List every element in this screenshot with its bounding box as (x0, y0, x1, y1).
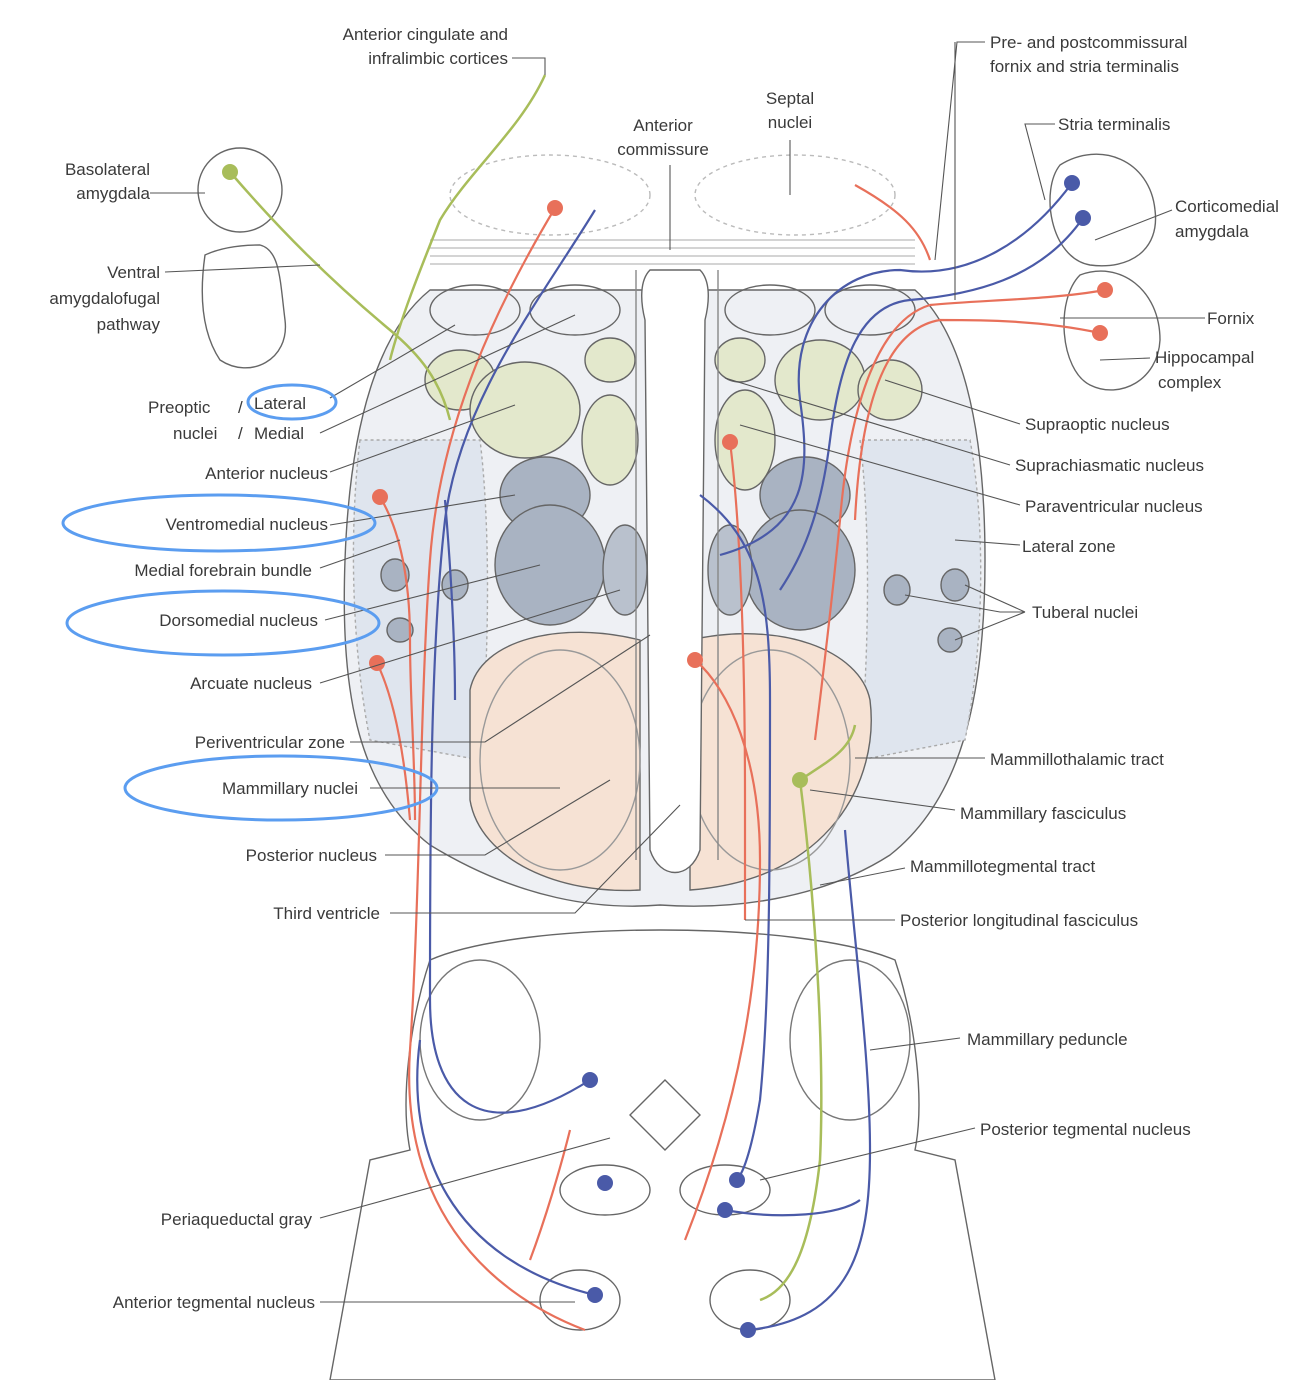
label-basolateral-2: amygdala (76, 184, 150, 203)
anterior-tegmental-oval-right (710, 1270, 790, 1330)
blue-fiber-7 (748, 830, 870, 1330)
left-lateral-zone (353, 440, 487, 760)
arcuate-left (603, 525, 647, 615)
label-corticomedial-2: amygdala (1175, 222, 1249, 241)
label-septal-1: Septal (766, 89, 814, 108)
label-preoptic-nuclei: nuclei (173, 424, 217, 443)
red-dot-fornix (1097, 282, 1113, 298)
blue-dot-tegmental-2 (729, 1172, 745, 1188)
label-septal-2: nuclei (768, 113, 812, 132)
label-ventromedial: Ventromedial nucleus (165, 515, 328, 534)
label-third-ventricle: Third ventricle (273, 904, 380, 923)
label-dorsomedial: Dorsomedial nucleus (159, 611, 318, 630)
septal-dashed-right (695, 155, 895, 235)
label-anterior-commissure-1: Anterior (633, 116, 693, 135)
label-anterior-cingulate-2: infralimbic cortices (368, 49, 508, 68)
red-fiber-branch-2 (530, 1130, 570, 1260)
label-mammillary-fasciculus: Mammillary fasciculus (960, 804, 1126, 823)
ventral-amygdala-outline (202, 245, 285, 368)
label-anterior-cingulate-1: Anterior cingulate and (343, 25, 508, 44)
tuberal-nucleus-6 (938, 628, 962, 652)
label-anterior-tegmental: Anterior tegmental nucleus (113, 1293, 315, 1312)
green-dot-mammillary (792, 772, 808, 788)
red-dot-hippocampal (1092, 325, 1108, 341)
label-paraventricular: Paraventricular nucleus (1025, 497, 1203, 516)
label-posterior-nucleus: Posterior nucleus (246, 846, 377, 865)
label-arcuate: Arcuate nucleus (190, 674, 312, 693)
aqueduct-diamond (630, 1080, 700, 1150)
label-basolateral-1: Basolateral (65, 160, 150, 179)
red-dot-septal (547, 200, 563, 216)
label-supraoptic: Supraoptic nucleus (1025, 415, 1170, 434)
paraventricular-left (582, 395, 638, 485)
tuberal-nucleus-5 (941, 569, 969, 601)
blue-dot-tegmental-3 (717, 1202, 733, 1218)
label-mammillotegmental: Mammillotegmental tract (910, 857, 1095, 876)
preoptic-right-1 (715, 338, 765, 382)
anterior-green-left (585, 338, 635, 382)
third-ventricle (642, 270, 709, 873)
arcuate-right (708, 525, 752, 615)
label-periaqueductal: Periaqueductal gray (161, 1210, 313, 1229)
label-medial: Medial (254, 424, 304, 443)
label-stria-terminalis: Stria terminalis (1058, 115, 1170, 134)
label-tuberal-nuclei: Tuberal nuclei (1032, 603, 1138, 622)
label-ventral-amygdalofugal-3: pathway (97, 315, 161, 334)
right-lateral-zone (860, 440, 981, 760)
label-lateral: Lateral (254, 394, 306, 413)
red-dot-arcuate (369, 655, 385, 671)
blue-dot-anterior-tegmental (587, 1287, 603, 1303)
label-hippocampal-1: Hippocampal (1155, 348, 1254, 367)
label-anterior-commissure-2: commissure (617, 140, 709, 159)
supraoptic-right-2 (858, 360, 922, 420)
midbrain-oval-right (790, 960, 910, 1120)
anterior-commissure (430, 240, 915, 264)
label-pre-postcommissural-2: fornix and stria terminalis (990, 57, 1179, 76)
blue-dot-tegmental-1 (597, 1175, 613, 1191)
label-slash-1: / (238, 398, 243, 417)
label-periventricular: Periventricular zone (195, 733, 345, 752)
tuberal-nucleus-2 (442, 570, 468, 600)
label-ventral-amygdalofugal-2: amygdalofugal (49, 289, 160, 308)
green-dot-amygdala (222, 164, 238, 180)
label-mammillothalamic: Mammillothalamic tract (990, 750, 1164, 769)
label-medial-forebrain-bundle: Medial forebrain bundle (134, 561, 312, 580)
label-hippocampal-2: complex (1158, 373, 1222, 392)
dorsomedial-left (495, 505, 605, 625)
blue-fiber-3 (417, 1040, 595, 1295)
red-dot-ventromedial (372, 489, 388, 505)
label-anterior-nucleus: Anterior nucleus (205, 464, 328, 483)
label-posterior-tegmental: Posterior tegmental nucleus (980, 1120, 1191, 1139)
label-suprachiasmatic: Suprachiasmatic nucleus (1015, 456, 1204, 475)
midbrain-oval-left (420, 960, 540, 1120)
label-ventral-amygdalofugal-1: Ventral (107, 263, 160, 282)
label-slash-2: / (238, 424, 243, 443)
red-dot-mammillary (687, 652, 703, 668)
corticomedial-amygdala-outline (1050, 154, 1156, 266)
label-posterior-longitudinal: Posterior longitudinal fasciculus (900, 911, 1138, 930)
blue-dot-stria-1 (1064, 175, 1080, 191)
anterior-tegmental-oval-left (540, 1270, 620, 1330)
red-dot-paraventricular (722, 434, 738, 450)
label-mammillary-nuclei: Mammillary nuclei (222, 779, 358, 798)
blue-dot-posterior (740, 1322, 756, 1338)
blue-dot-pag (582, 1072, 598, 1088)
label-lateral-zone: Lateral zone (1022, 537, 1116, 556)
label-corticomedial-1: Corticomedial (1175, 197, 1279, 216)
basolateral-amygdala-outline (198, 148, 282, 232)
blue-fiber-8 (725, 1200, 860, 1215)
tuberal-nucleus-4 (884, 575, 910, 605)
preoptic-medial-left (470, 362, 580, 458)
blue-dot-stria-2 (1075, 210, 1091, 226)
label-fornix: Fornix (1207, 309, 1255, 328)
label-mammillary-peduncle: Mammillary peduncle (967, 1030, 1128, 1049)
label-preoptic: Preoptic (148, 398, 211, 417)
label-pre-postcommissural-1: Pre- and postcommissural (990, 33, 1187, 52)
